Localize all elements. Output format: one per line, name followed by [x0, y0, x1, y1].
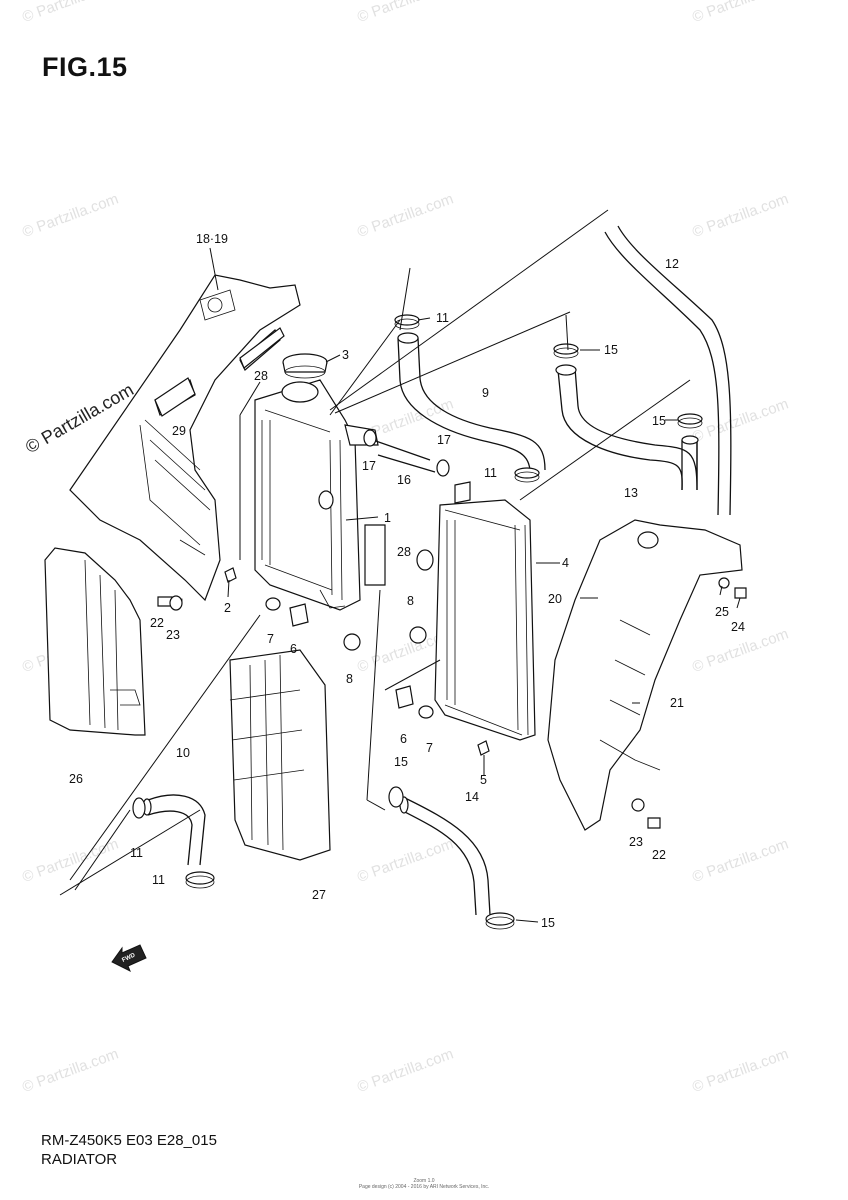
- callout-13[interactable]: 13: [624, 486, 638, 500]
- radiator-cap[interactable]: [282, 353, 328, 379]
- radiator-guard-left[interactable]: [44, 547, 146, 736]
- callout-20[interactable]: 20: [548, 592, 562, 606]
- leader-lines: [59, 209, 741, 923]
- hose-clamp[interactable]: [514, 467, 540, 483]
- callout-17[interactable]: 17: [362, 459, 376, 473]
- model-code: RM-Z450K5 E03 E28_015: [41, 1132, 217, 1149]
- nut-2[interactable]: [224, 567, 237, 583]
- figure-title: FIG.15: [42, 52, 128, 82]
- callout-1[interactable]: 1: [384, 511, 391, 525]
- hose-clamp[interactable]: [132, 797, 146, 819]
- callout-23[interactable]: 23: [629, 835, 643, 849]
- callout-7[interactable]: 7: [426, 741, 433, 755]
- collar-23[interactable]: [631, 798, 645, 812]
- radiator-hose-16[interactable]: [372, 439, 436, 473]
- callout-5[interactable]: 5: [480, 773, 487, 787]
- radiator-right[interactable]: [416, 481, 536, 741]
- callout-15[interactable]: 15: [394, 755, 408, 769]
- bolt-24[interactable]: [734, 587, 747, 599]
- radiator-hose-12[interactable]: [604, 225, 732, 516]
- label-sticker-28a[interactable]: [239, 327, 285, 369]
- callout-21[interactable]: 21: [670, 696, 684, 710]
- mount-cushion-6[interactable]: [289, 603, 309, 627]
- callout-27[interactable]: 27: [312, 888, 326, 902]
- radiator-hose-13[interactable]: [555, 364, 699, 491]
- collar-7[interactable]: [418, 705, 434, 719]
- hose-clamp[interactable]: [677, 413, 703, 429]
- radiator-hose-9[interactable]: [397, 332, 546, 471]
- hose-clamp[interactable]: [553, 343, 579, 359]
- callout-11[interactable]: 11: [152, 873, 165, 887]
- callout-6[interactable]: 6: [290, 642, 297, 656]
- callout-2[interactable]: 2: [224, 601, 231, 615]
- hose-clamp[interactable]: [185, 871, 215, 889]
- callout-17[interactable]: 17: [437, 433, 451, 447]
- callout-8[interactable]: 8: [346, 672, 353, 686]
- radiator-hose-14[interactable]: [399, 796, 491, 916]
- callout-11[interactable]: 11: [130, 846, 143, 860]
- callout-28[interactable]: 28: [397, 545, 411, 559]
- callout-6[interactable]: 6: [400, 732, 407, 746]
- callout-12[interactable]: 12: [665, 257, 679, 271]
- hose-clamp[interactable]: [485, 912, 515, 930]
- hose-clamp[interactable]: [388, 786, 404, 808]
- collar-23[interactable]: [169, 595, 183, 611]
- radiator-hose-10[interactable]: [142, 794, 206, 866]
- fwd-label: FWD: [121, 952, 137, 963]
- nut-5[interactable]: [477, 740, 490, 756]
- callout-14[interactable]: 14: [465, 790, 479, 804]
- callout-11[interactable]: 11: [484, 466, 497, 480]
- washer-25[interactable]: [718, 577, 730, 589]
- callout-9[interactable]: 9: [482, 386, 489, 400]
- footer-copyright: Page design (c) 2004 - 2016 by ARI Netwo…: [358, 1184, 490, 1190]
- clamp-17[interactable]: [363, 429, 377, 447]
- callout-8[interactable]: 8: [407, 594, 414, 608]
- callout-22[interactable]: 22: [652, 848, 666, 862]
- callout-3[interactable]: 3: [342, 348, 349, 362]
- callout-24[interactable]: 24: [731, 620, 745, 634]
- callout-11[interactable]: 11: [436, 311, 449, 325]
- callout-7[interactable]: 7: [267, 632, 274, 646]
- callout-26[interactable]: 26: [69, 772, 83, 786]
- label-sticker-28b[interactable]: [364, 524, 386, 586]
- mount-cushion-6[interactable]: [395, 685, 414, 709]
- collar-7[interactable]: [265, 597, 281, 611]
- callout-16[interactable]: 16: [397, 473, 411, 487]
- callout-4[interactable]: 4: [562, 556, 569, 570]
- callout-10[interactable]: 10: [176, 746, 190, 760]
- clamp-17[interactable]: [436, 459, 450, 477]
- callout-18-19[interactable]: 18·19: [196, 232, 228, 246]
- section-name: RADIATOR: [41, 1151, 118, 1168]
- callout-29[interactable]: 29: [172, 424, 186, 438]
- callout-23[interactable]: 23: [166, 628, 180, 642]
- callout-25[interactable]: 25: [715, 605, 729, 619]
- callout-28[interactable]: 28: [254, 369, 268, 383]
- radiator-shroud-right[interactable]: [547, 519, 743, 831]
- callout-15[interactable]: 15: [652, 414, 666, 428]
- mount-cushion-8[interactable]: [343, 633, 361, 651]
- footer: Zoom 1.0 Page design (c) 2004 - 2016 by …: [0, 1178, 848, 1190]
- radiator-left[interactable]: [254, 379, 379, 611]
- mount-cushion-8[interactable]: [409, 626, 427, 644]
- footer-zoom: Zoom 1.0: [413, 1178, 435, 1184]
- radiator-guard-center[interactable]: [229, 649, 331, 861]
- callout-15[interactable]: 15: [541, 916, 555, 930]
- bolt-22[interactable]: [647, 817, 661, 829]
- fwd-arrow-icon: FWD: [111, 944, 147, 973]
- callout-15[interactable]: 15: [604, 343, 618, 357]
- callout-22[interactable]: 22: [150, 616, 164, 630]
- sponge-29[interactable]: [154, 377, 196, 417]
